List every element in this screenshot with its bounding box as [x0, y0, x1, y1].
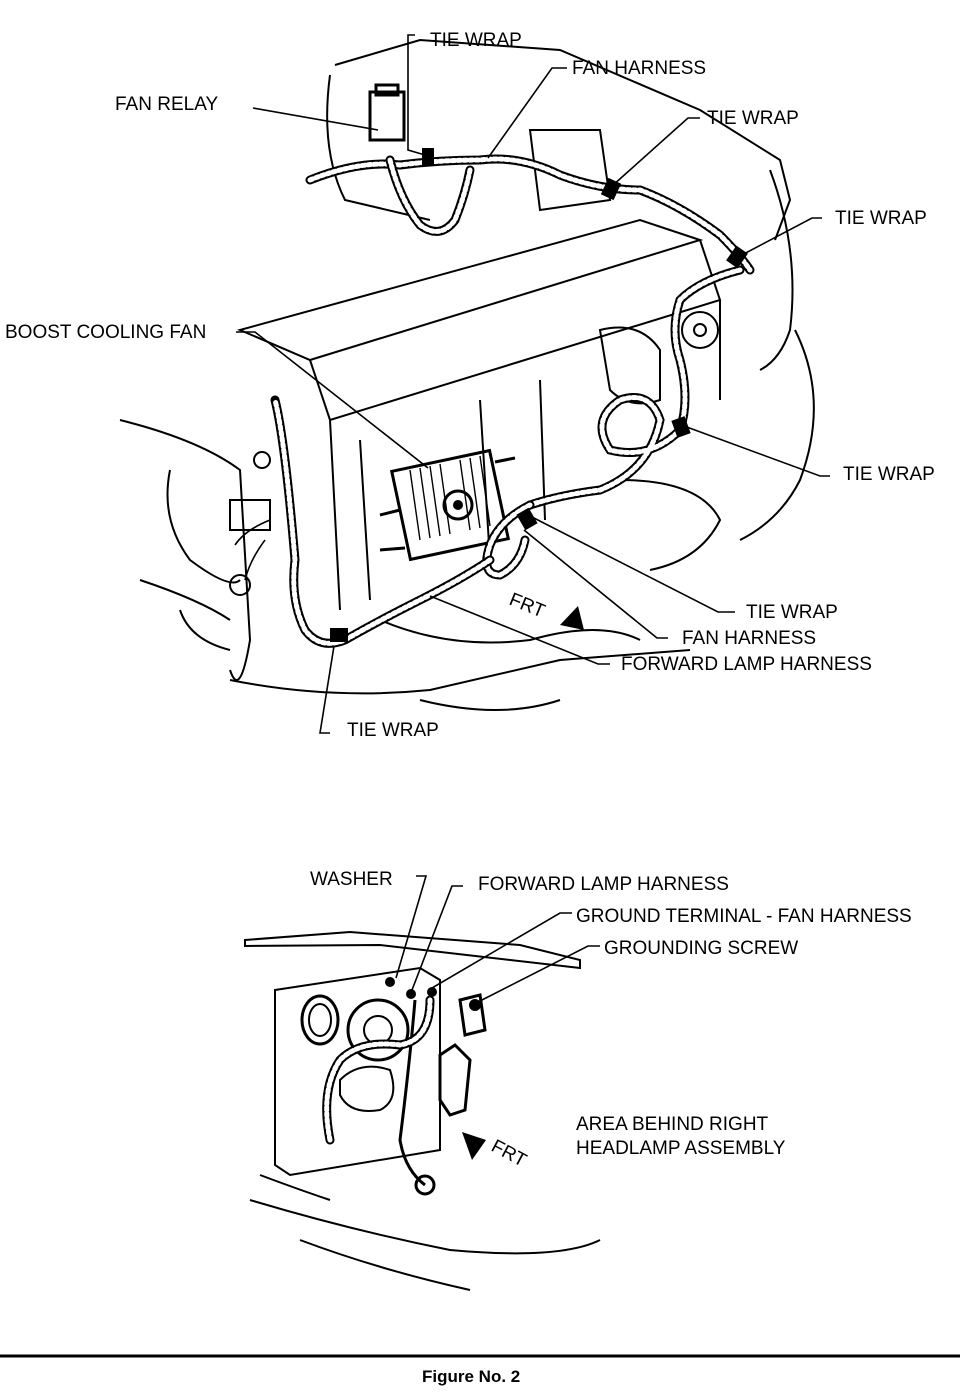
label-forward-lamp-harness: FORWARD LAMP HARNESS: [621, 654, 872, 675]
headlamp-area-illustration: [244, 930, 601, 1291]
label-frt: FRT: [506, 589, 548, 622]
label-tie-wrap: TIE WRAP: [843, 464, 935, 485]
label-washer: WASHER: [310, 869, 393, 890]
engine-compartment-illustration: [119, 38, 815, 711]
label-headlamp-assembly: HEADLAMP ASSEMBLY: [576, 1138, 786, 1159]
tie-wrap-clip: [600, 177, 622, 201]
label-fan-harness: FAN HARNESS: [682, 628, 816, 649]
tie-wrap-clip: [516, 507, 538, 531]
label-ground-terminal: GROUND TERMINAL - FAN HARNESS: [576, 906, 912, 927]
label-tie-wrap: TIE WRAP: [430, 30, 522, 51]
label-fan-harness: FAN HARNESS: [572, 58, 706, 79]
tie-wrap-clip: [671, 416, 691, 438]
bottom-leader-lines: [395, 875, 600, 1003]
label-forward-lamp-harness: FORWARD LAMP HARNESS: [478, 874, 729, 895]
tie-wrap-clip: [330, 628, 348, 642]
top-leader-lines: [236, 34, 830, 734]
label-grounding-screw: GROUNDING SCREW: [604, 938, 798, 959]
front-arrow-icon: [560, 606, 584, 630]
label-tie-wrap: TIE WRAP: [746, 602, 838, 623]
label-tie-wrap: TIE WRAP: [347, 720, 439, 741]
label-boost-cooling-fan: BOOST COOLING FAN: [5, 322, 206, 343]
label-frt: FRT: [488, 1136, 531, 1172]
tie-wrap-clip: [726, 245, 748, 269]
front-arrow-icon: [462, 1132, 486, 1160]
tie-wrap-clip: [422, 148, 434, 166]
label-tie-wrap: TIE WRAP: [835, 208, 927, 229]
label-fan-relay: FAN RELAY: [115, 94, 218, 115]
label-tie-wrap: TIE WRAP: [707, 108, 799, 129]
label-area-behind: AREA BEHIND RIGHT: [576, 1114, 769, 1135]
figure-caption: Figure No. 2: [422, 1367, 520, 1386]
